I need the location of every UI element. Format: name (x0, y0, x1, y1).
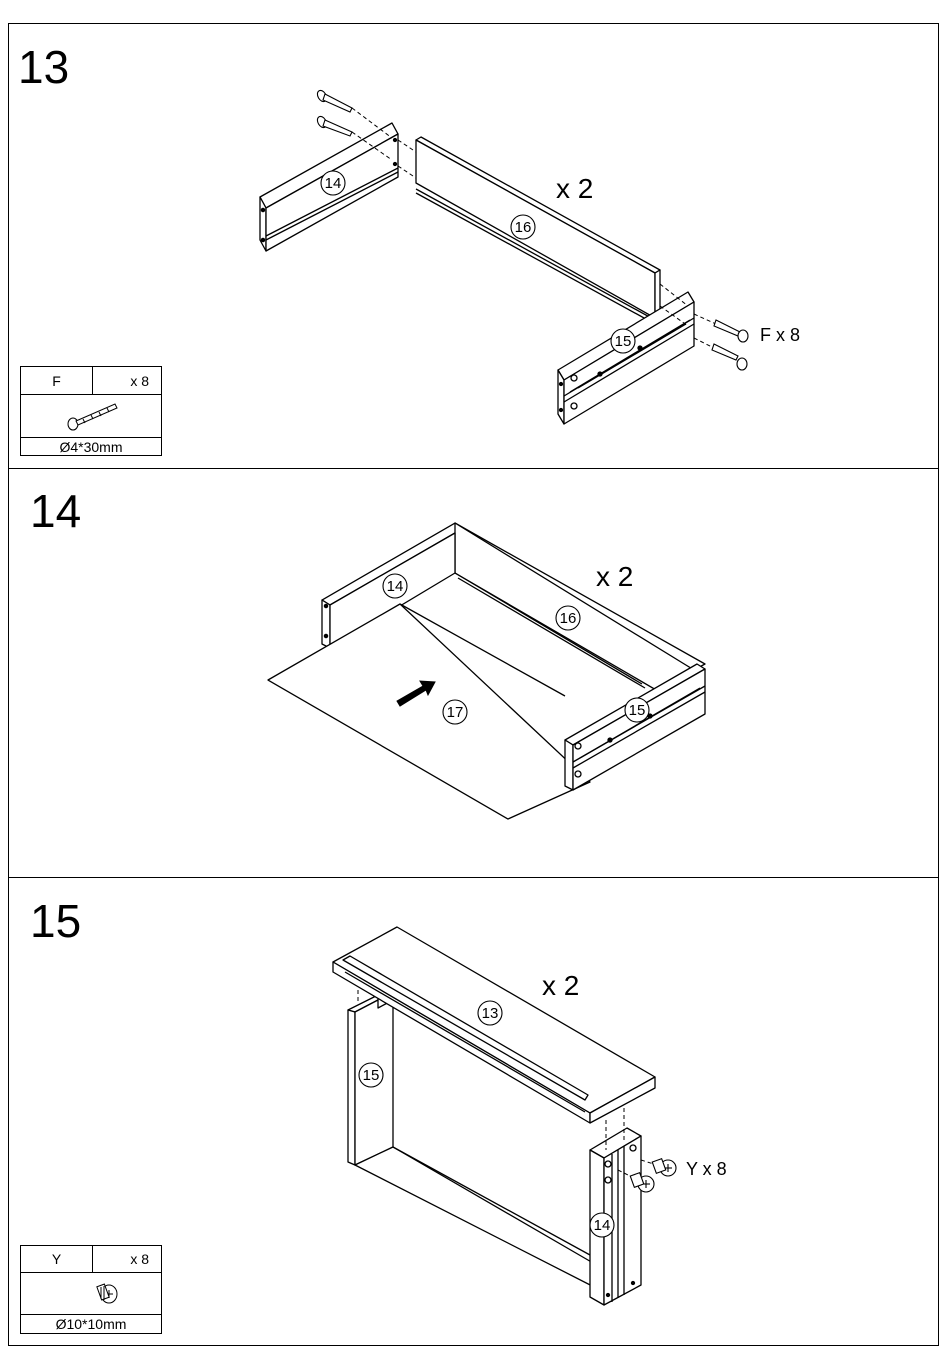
step-15-hardware-spec: Y x 8 Ø10*10mm (20, 1245, 162, 1334)
spec-count: x 8 (92, 1246, 161, 1272)
cam-lock-icon (21, 1272, 161, 1314)
part-label-13: 13 (482, 1005, 499, 1022)
part-label-15: 15 (363, 1067, 380, 1084)
spec-size: Ø10*10mm (21, 1314, 161, 1334)
panel-15-side (348, 1010, 355, 1165)
part-label-14: 14 (594, 1217, 611, 1234)
spec-label: Y (21, 1246, 93, 1272)
